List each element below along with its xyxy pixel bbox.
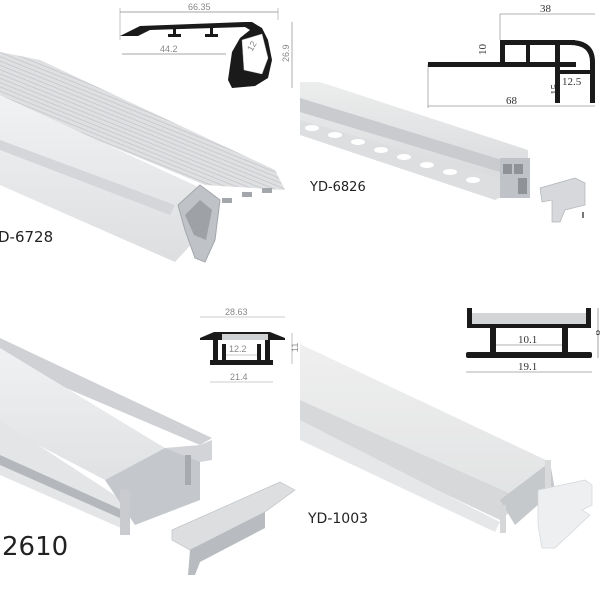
- profile-render-d6728: [0, 52, 285, 263]
- cross-section-drawing-d6728: 66.35 44.2 26.9 12: [119, 2, 293, 88]
- model-label: D-6728: [0, 228, 54, 246]
- cross-section-drawing-2610: 28.63 12.2 21.4 11: [200, 307, 300, 383]
- dim-step-height: 10: [477, 44, 489, 56]
- cross-section-drawing-yd6826: 38 10 68 15 12.5: [427, 3, 595, 108]
- dim-base-width: 19.1: [518, 361, 537, 373]
- cross-section-drawing-yd1003: 10.1 19.1 8: [466, 308, 600, 373]
- dim-top-width: 28.63: [225, 307, 248, 317]
- dim-overall-width: 66.35: [188, 2, 211, 12]
- product-panel-2610: 28.63 12.2 21.4 11 2610: [0, 300, 300, 600]
- model-label: YD-6826: [310, 180, 366, 195]
- product-panel-yd6826: 38 10 68 15 12.5 YD-6826: [300, 0, 600, 300]
- product-panel-yd1003: 10.1 19.1 8 YD-1003: [300, 300, 600, 600]
- model-label: 2610: [2, 532, 69, 562]
- profile-render-2610: [0, 338, 296, 575]
- profile-render-yd1003: [300, 344, 593, 549]
- product-panel-d6728: 66.35 44.2 26.9 12 D-6728: [0, 0, 300, 300]
- dim-inner-width: 12.2: [229, 344, 247, 354]
- dim-channel-width: 12.5: [562, 76, 582, 88]
- dim-inner-width: 44.2: [160, 44, 178, 54]
- profile-render-yd6826: [300, 82, 586, 223]
- model-label: YD-1003: [308, 511, 369, 527]
- dim-total-width: 68: [506, 95, 518, 107]
- dim-inner-width: 10.1: [518, 334, 537, 346]
- dim-channel: 12: [245, 39, 259, 53]
- dim-height: 8: [593, 330, 600, 336]
- dim-base-width: 21.4: [230, 372, 248, 382]
- dim-height: 26.9: [281, 44, 291, 62]
- dim-height: 11: [290, 343, 300, 352]
- dim-top-width: 38: [540, 3, 552, 15]
